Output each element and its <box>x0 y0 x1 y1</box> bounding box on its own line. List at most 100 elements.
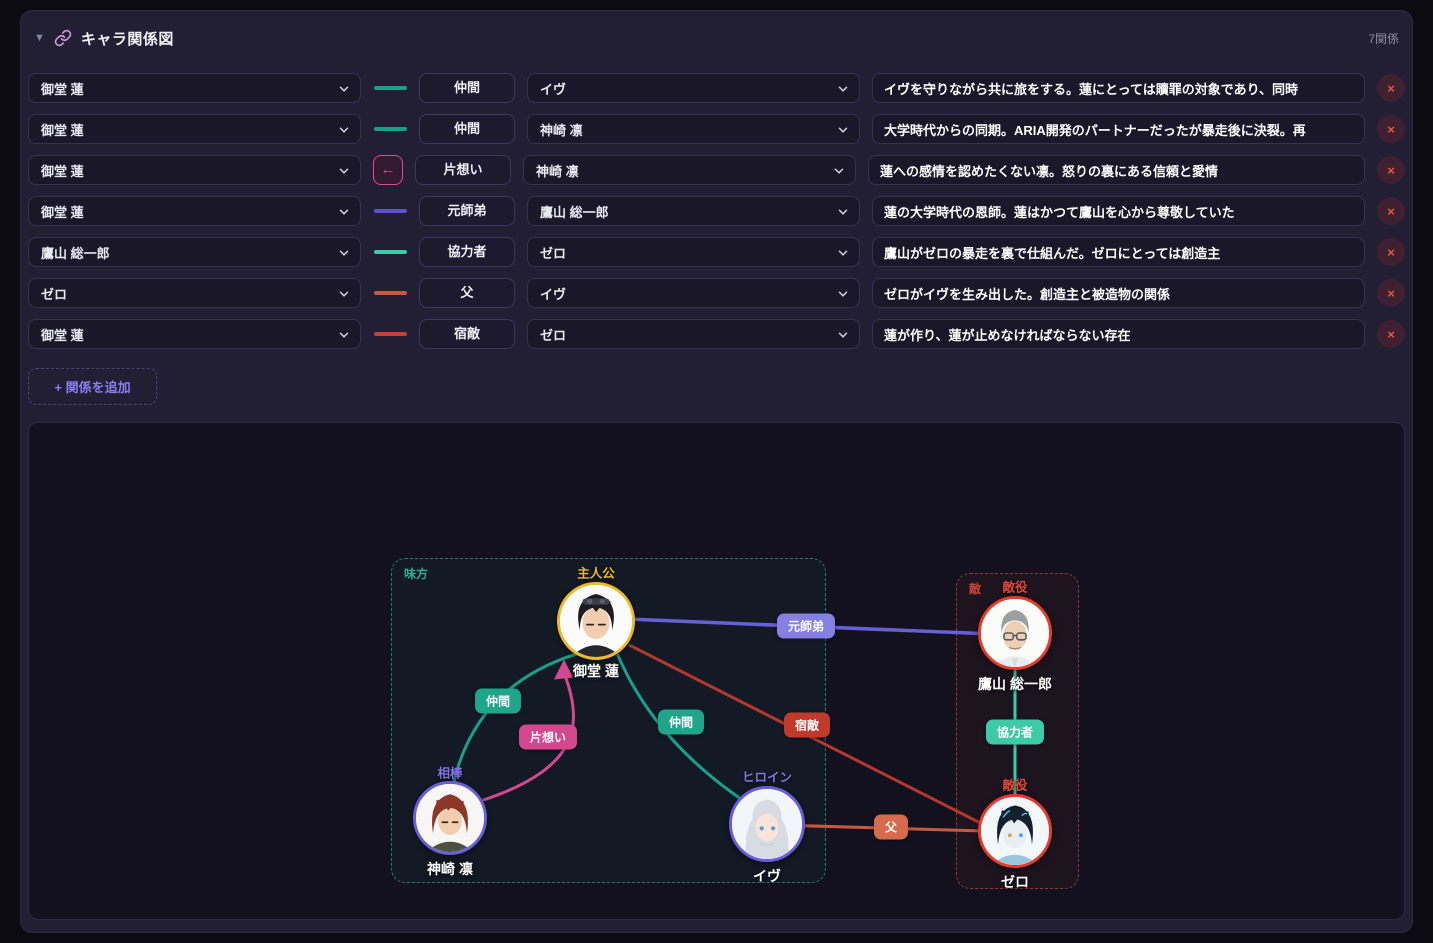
delete-relationship-button[interactable]: × <box>1377 320 1405 348</box>
relationship-list: 御堂 蓮 仲間 イヴ × 御堂 蓮 仲間 神崎 凛 <box>28 73 1405 360</box>
node-role-label: 敵役 <box>1002 580 1028 595</box>
relation-type-button[interactable]: 仲間 <box>419 73 515 103</box>
source-character-select[interactable]: ゼロ <box>28 278 361 308</box>
source-character-select[interactable]: 御堂 蓮 <box>28 319 361 349</box>
chevron-down-icon <box>339 291 349 297</box>
relation-color-indicator <box>373 250 407 254</box>
source-character-select[interactable]: 御堂 蓮 <box>28 73 361 103</box>
avatar-kanzaki-rin <box>416 784 484 852</box>
relationship-row: 鷹山 総一郎 協力者 ゼロ × <box>28 237 1405 267</box>
chevron-down-icon <box>838 332 848 338</box>
node-role-label: 主人公 <box>577 566 615 581</box>
character-relationship-panel: ▼ キャラ関係図 7関係 御堂 蓮 仲間 イヴ × 御堂 蓮 <box>20 10 1413 933</box>
chevron-down-icon <box>339 332 349 338</box>
delete-relationship-button[interactable]: × <box>1377 238 1405 266</box>
delete-relationship-button[interactable]: × <box>1377 115 1405 143</box>
add-relationship-button[interactable]: + 関係を追加 <box>28 368 157 405</box>
source-character-select[interactable]: 御堂 蓮 <box>28 114 361 144</box>
avatar-zero <box>981 797 1049 865</box>
target-character-select[interactable]: イヴ <box>527 73 860 103</box>
target-character-value: 鷹山 総一郎 <box>540 204 609 220</box>
relationship-description-input[interactable] <box>872 278 1365 308</box>
target-character-select[interactable]: ゼロ <box>527 319 860 349</box>
avatar-takayama-soichiro <box>981 599 1049 667</box>
relation-color-indicator <box>373 86 407 90</box>
edge-label: 宿敵 <box>783 712 831 738</box>
delete-relationship-button[interactable]: × <box>1377 197 1405 225</box>
target-character-select[interactable]: 神崎 凛 <box>527 114 860 144</box>
relationship-description-input[interactable] <box>872 237 1365 267</box>
chevron-down-icon <box>838 209 848 215</box>
edge-arrowhead <box>554 659 573 680</box>
collapse-toggle-icon[interactable]: ▼ <box>34 32 45 44</box>
relationship-description-input[interactable] <box>872 73 1365 103</box>
source-character-value: 御堂 蓮 <box>41 163 84 179</box>
node-name-label: 鷹山 総一郎 <box>978 676 1052 692</box>
relationship-edges <box>451 617 1017 833</box>
relationship-row: 御堂 蓮 元師弟 鷹山 総一郎 × <box>28 196 1405 226</box>
character-node-takayama-soichiro[interactable] <box>978 596 1052 670</box>
target-character-select[interactable]: イヴ <box>527 278 860 308</box>
delete-relationship-button[interactable]: × <box>1377 279 1405 307</box>
node-name-label: 神崎 凛 <box>427 861 473 877</box>
relation-type-button[interactable]: 宿敵 <box>419 319 515 349</box>
relationship-row: 御堂 蓮 宿敵 ゼロ × <box>28 319 1405 349</box>
delete-relationship-button[interactable]: × <box>1377 156 1405 184</box>
chevron-down-icon <box>838 127 848 133</box>
character-node-zero[interactable] <box>978 794 1052 868</box>
source-character-value: 御堂 蓮 <box>41 81 84 97</box>
edge-label: 父 <box>873 814 909 840</box>
relation-color-indicator <box>373 209 407 213</box>
source-character-value: ゼロ <box>41 286 68 302</box>
target-character-select[interactable]: 鷹山 総一郎 <box>527 196 860 226</box>
chevron-down-icon <box>339 250 349 256</box>
node-name-label: ゼロ <box>1001 874 1029 890</box>
page-title: キャラ関係図 <box>80 30 174 48</box>
node-name-label: 御堂 蓮 <box>573 663 619 679</box>
delete-relationship-button[interactable]: × <box>1377 74 1405 102</box>
source-character-select[interactable]: 鷹山 総一郎 <box>28 237 361 267</box>
relation-type-button[interactable]: 父 <box>419 278 515 308</box>
source-character-select[interactable]: 御堂 蓮 <box>28 155 361 185</box>
character-node-kanzaki-rin[interactable] <box>413 781 487 855</box>
relation-direction-button[interactable]: ← <box>373 155 403 185</box>
target-character-select[interactable]: 神崎 凛 <box>523 155 856 185</box>
relationship-description-input[interactable] <box>872 196 1365 226</box>
character-node-eve[interactable] <box>729 786 805 862</box>
edge-label: 片想い <box>518 724 578 750</box>
node-name-label: イヴ <box>753 868 781 884</box>
relationship-row: 御堂 蓮 仲間 神崎 凛 × <box>28 114 1405 144</box>
relationship-description-input[interactable] <box>872 114 1365 144</box>
source-character-value: 御堂 蓮 <box>41 204 84 220</box>
relation-type-button[interactable]: 片想い <box>415 155 511 185</box>
node-role-label: ヒロイン <box>741 770 793 785</box>
relationship-description-input[interactable] <box>872 319 1365 349</box>
target-character-value: ゼロ <box>540 327 567 343</box>
source-character-value: 御堂 蓮 <box>41 327 84 343</box>
chevron-down-icon <box>838 291 848 297</box>
chevron-down-icon <box>339 127 349 133</box>
edge-label: 仲間 <box>657 709 705 735</box>
relation-type-button[interactable]: 元師弟 <box>419 196 515 226</box>
edge-ren-eve-nakama <box>616 653 753 808</box>
edge-label: 元師弟 <box>776 613 836 639</box>
target-character-value: 神崎 凛 <box>536 163 579 179</box>
source-character-select[interactable]: 御堂 蓮 <box>28 196 361 226</box>
relation-type-button[interactable]: 仲間 <box>419 114 515 144</box>
relationship-row: 御堂 蓮 仲間 イヴ × <box>28 73 1405 103</box>
relationship-description-input[interactable] <box>868 155 1365 185</box>
relationship-count-badge: 7関係 <box>1368 31 1399 46</box>
chevron-down-icon <box>834 168 844 174</box>
edge-label: 仲間 <box>474 688 522 714</box>
source-character-value: 鷹山 総一郎 <box>41 245 110 261</box>
ally-group-label: 味方 <box>404 567 429 581</box>
source-character-value: 御堂 蓮 <box>41 122 84 138</box>
relation-color-indicator <box>373 332 407 336</box>
target-character-select[interactable]: ゼロ <box>527 237 860 267</box>
character-node-midou-ren[interactable] <box>557 582 635 660</box>
panel-header: ▼ キャラ関係図 7関係 <box>34 25 1399 51</box>
relation-type-button[interactable]: 協力者 <box>419 237 515 267</box>
avatar-eve <box>732 789 802 859</box>
chevron-down-icon <box>339 209 349 215</box>
relationship-row: ゼロ 父 イヴ × <box>28 278 1405 308</box>
